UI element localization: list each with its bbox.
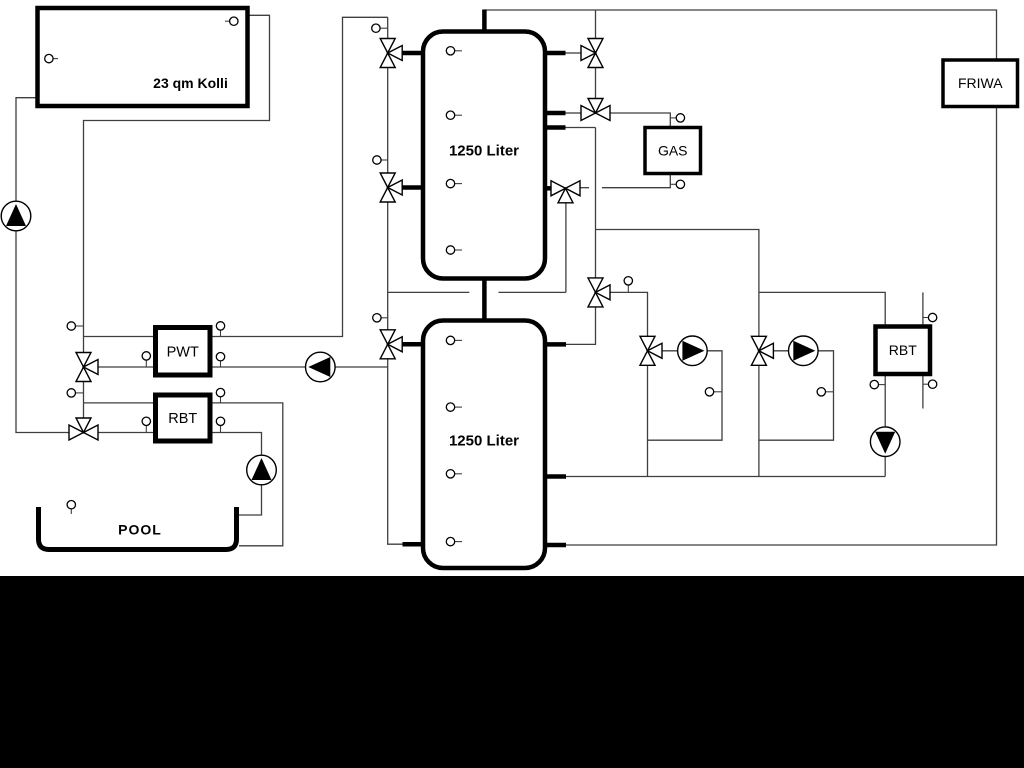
svg-text:PWT: PWT	[167, 344, 199, 360]
svg-text:23 qm Kolli: 23 qm Kolli	[153, 75, 228, 91]
svg-text:POOL: POOL	[118, 522, 162, 538]
svg-text:GAS: GAS	[658, 142, 688, 158]
svg-text:RBT: RBT	[168, 411, 197, 427]
svg-text:RBT: RBT	[889, 342, 917, 358]
svg-text:1250 Liter: 1250 Liter	[449, 433, 519, 450]
svg-text:FRIWA: FRIWA	[958, 75, 1003, 91]
svg-text:1250 Liter: 1250 Liter	[449, 143, 519, 160]
